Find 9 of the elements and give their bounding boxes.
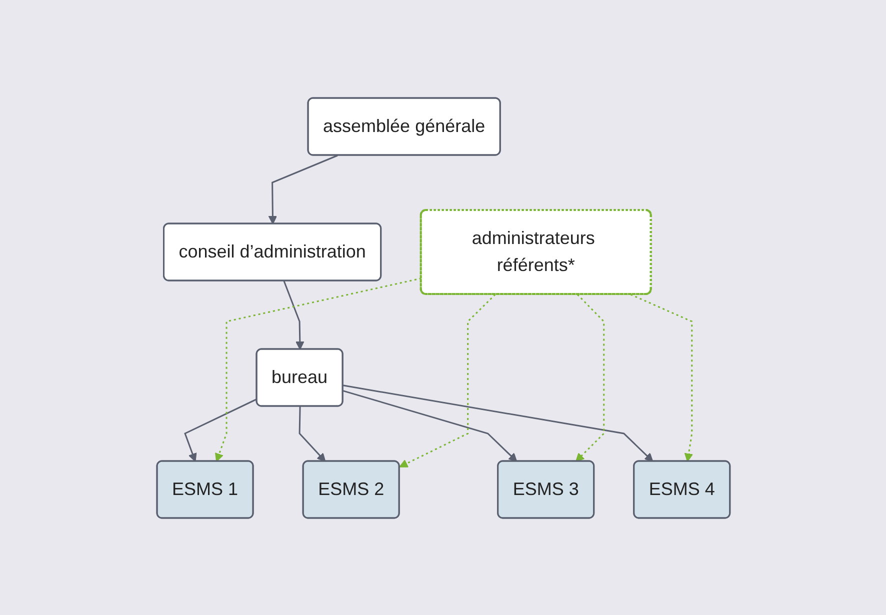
arrow (575, 293, 604, 462)
arrow (342, 384, 653, 462)
arrow (298, 406, 326, 462)
arrow (630, 293, 693, 462)
arrow (282, 280, 304, 350)
arrow (398, 293, 496, 467)
arrow (184, 398, 257, 462)
arrow (268, 154, 338, 224)
arrow (342, 390, 517, 462)
